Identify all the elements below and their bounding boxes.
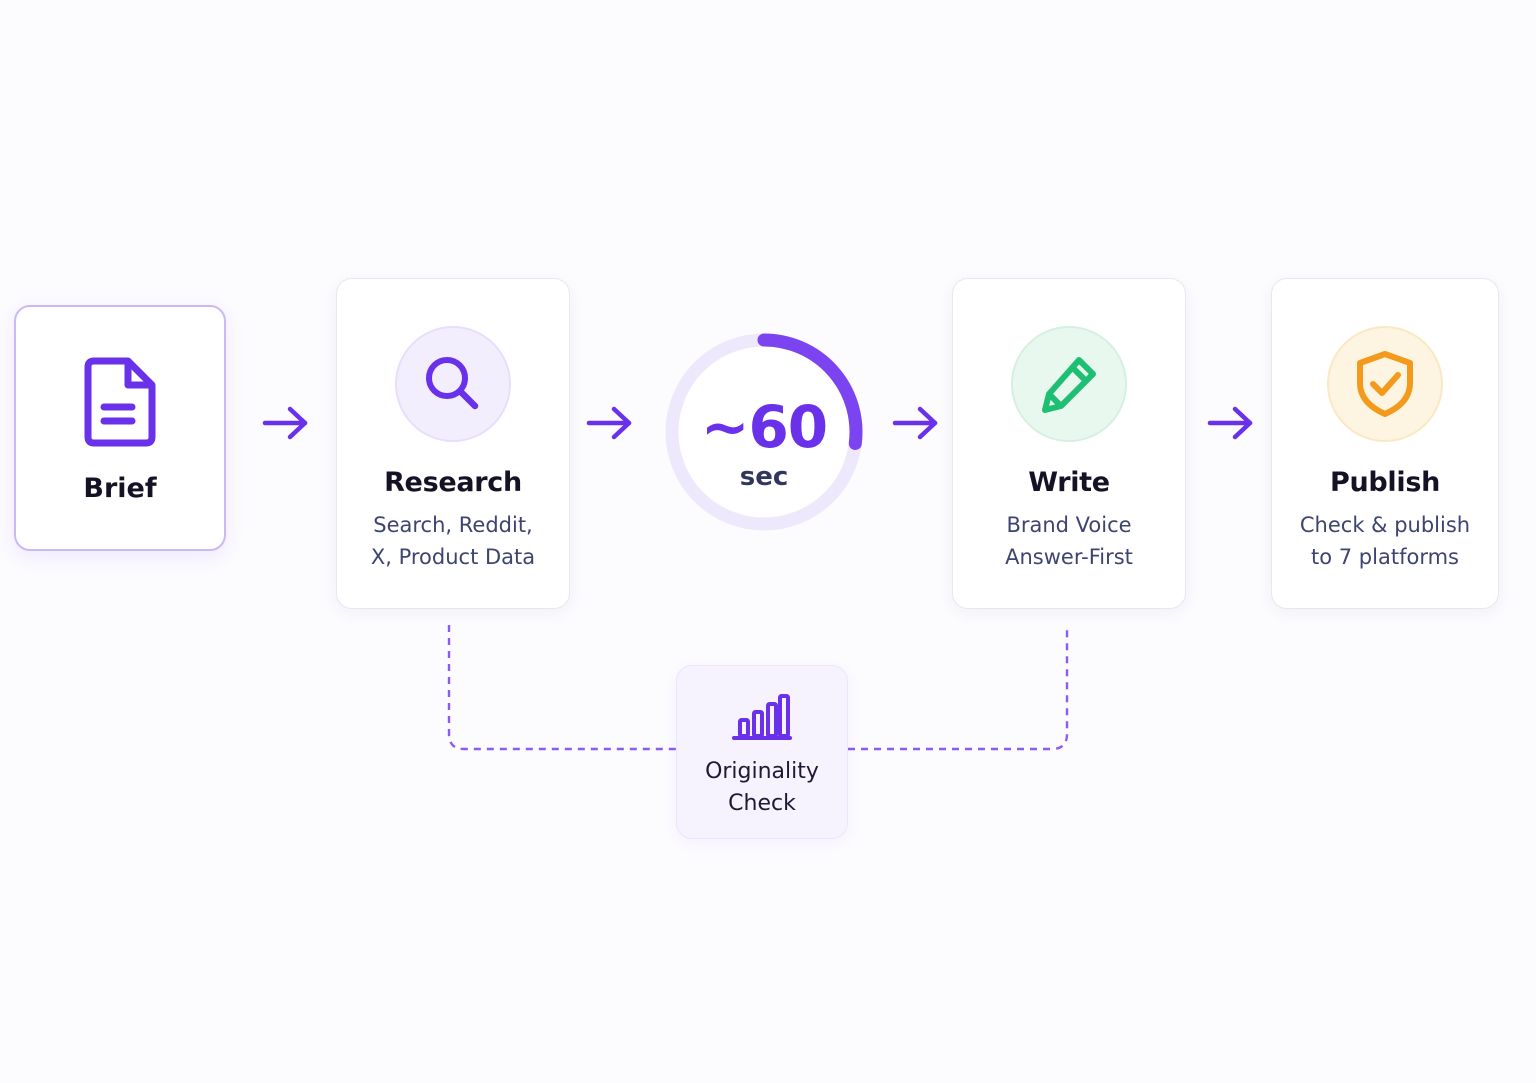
search-icon (426, 357, 479, 410)
arrow-right-icon (262, 406, 308, 440)
publish-card[interactable]: Publish Check & publish to 7 platforms (1271, 278, 1499, 609)
write-card[interactable]: Write Brand Voice Answer-First (952, 278, 1186, 609)
write-title: Write (1028, 467, 1110, 498)
document-icon (84, 357, 156, 447)
publish-description: Check & publish to 7 platforms (1272, 509, 1498, 573)
timer-progress-arc (757, 333, 863, 451)
research-card[interactable]: Research Search, Reddit, X, Product Data (336, 278, 570, 609)
originality-line-2: Check (728, 791, 796, 816)
publish-icon-badge (1327, 326, 1443, 442)
timer-value: ~60 (700, 393, 828, 461)
pencil-icon (1042, 357, 1096, 413)
research-title: Research (384, 467, 522, 498)
arrow-right-icon (1207, 406, 1253, 440)
shield-check-icon (1357, 351, 1413, 417)
timer-unit: sec (739, 462, 789, 492)
write-icon-badge (1011, 326, 1127, 442)
research-line-1: Search, Reddit, (373, 513, 533, 537)
timer-ring (665, 333, 863, 531)
bar-chart-icon (732, 694, 792, 740)
publish-line-2: to 7 platforms (1311, 545, 1459, 569)
research-description: Search, Reddit, X, Product Data (337, 509, 569, 573)
arrow-right-icon (586, 406, 632, 440)
write-description: Brand Voice Answer-First (953, 509, 1185, 573)
originality-check-label: Originality Check (677, 756, 847, 820)
publish-title: Publish (1329, 467, 1441, 498)
research-icon-badge (395, 326, 511, 442)
brief-card[interactable]: Brief (14, 305, 226, 551)
publish-line-1: Check & publish (1299, 513, 1471, 537)
originality-check-card[interactable]: Originality Check (676, 665, 848, 839)
research-line-2: X, Product Data (370, 545, 536, 569)
originality-line-1: Originality (705, 759, 819, 784)
brief-title: Brief (83, 473, 157, 504)
write-line-1: Brand Voice (1006, 513, 1132, 537)
write-line-2: Answer-First (1005, 545, 1133, 569)
arrow-right-icon (892, 406, 938, 440)
